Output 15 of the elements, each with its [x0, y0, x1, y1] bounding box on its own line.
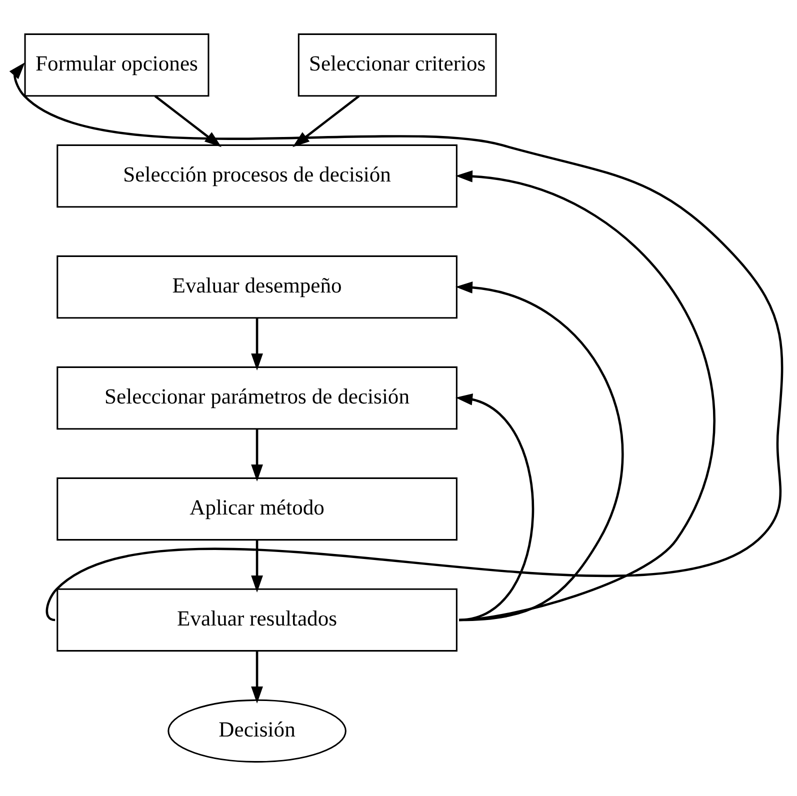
node-ellipse: Decisión	[168, 699, 346, 763]
arrow	[251, 318, 263, 371]
node-box: Aplicar método	[56, 477, 458, 541]
node-box: Evaluar desempeño	[56, 255, 458, 319]
arrow	[251, 429, 263, 482]
arrow	[251, 651, 263, 704]
arrow	[456, 170, 716, 622]
node-box: Seleccionar criterios	[298, 33, 497, 97]
node-box: Seleccionar parámetros de decisión	[56, 366, 458, 430]
node-box: Formular opciones	[24, 33, 210, 97]
node-box: Evaluar resultados	[56, 588, 458, 652]
arrow	[251, 540, 263, 593]
node-box: Selección procesos de decisión	[56, 144, 458, 208]
arrow	[456, 282, 624, 622]
arrow	[456, 393, 534, 622]
